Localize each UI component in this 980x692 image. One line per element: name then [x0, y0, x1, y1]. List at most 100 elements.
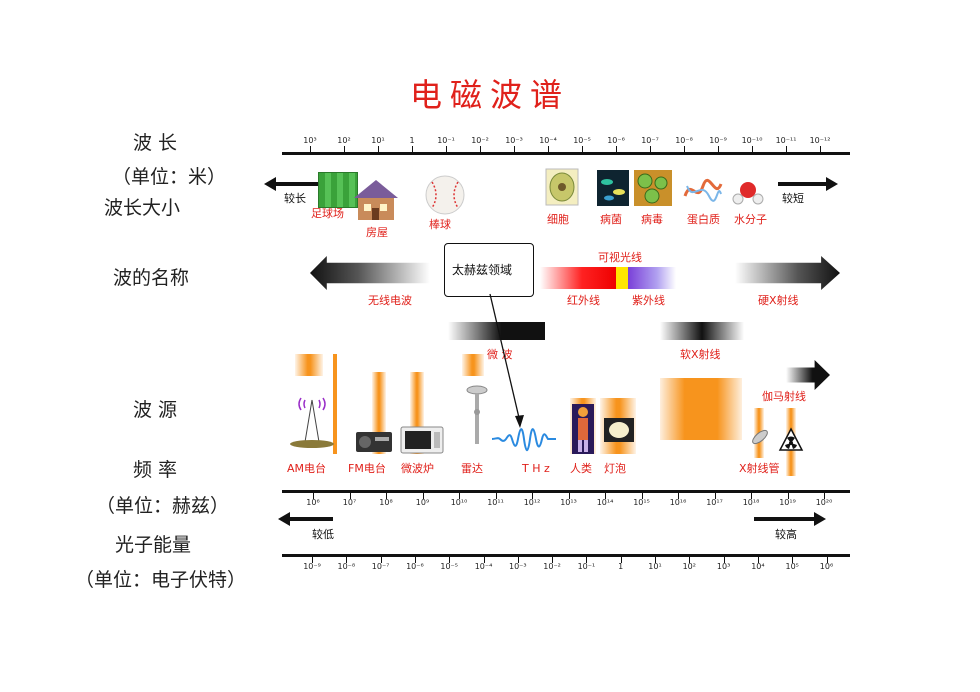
- light-bulb-icon: [604, 418, 634, 442]
- tick-mark: [349, 493, 351, 499]
- soccer-field-icon: [318, 172, 358, 208]
- tick-label: 10⁶: [819, 562, 834, 571]
- am-tower-icon: [290, 397, 334, 448]
- tick-label: 1: [409, 136, 415, 145]
- size-example-label: 病菌: [600, 213, 622, 226]
- source-label: T H z: [522, 462, 550, 475]
- size-example-label: 细胞: [547, 213, 569, 226]
- ultraviolet-band: [628, 267, 676, 289]
- longer-arrow-icon: [264, 177, 319, 191]
- baseball-icon: [425, 175, 465, 215]
- tick-mark: [718, 146, 719, 152]
- tick-mark: [380, 557, 382, 563]
- lower-arrow-icon: [278, 512, 333, 526]
- tick-label: 10⁻⁹: [303, 562, 321, 571]
- hard-xray-label: 硬X射线: [758, 294, 799, 307]
- tick-mark: [824, 493, 825, 499]
- cell-icon: [545, 168, 579, 206]
- tick-label: 10⁻⁷: [641, 136, 659, 145]
- shorter-label: 较短: [782, 192, 804, 205]
- tick-mark: [378, 146, 379, 152]
- tick-mark: [678, 493, 679, 499]
- tick-label: 1: [618, 562, 624, 571]
- tick-mark: [446, 146, 447, 152]
- wavelength-axis: [282, 152, 850, 155]
- am-line: [333, 354, 337, 454]
- size-example-label: 棒球: [429, 218, 451, 231]
- page-title: 电磁波谱: [409, 76, 570, 114]
- wavelength-size-label: 波长大小: [104, 197, 181, 219]
- tick-mark: [517, 557, 519, 563]
- tick-label: 10¹⁵: [633, 498, 650, 507]
- radiation-icon: [778, 427, 804, 451]
- tick-label: 10⁻⁵: [573, 136, 591, 145]
- tick-mark: [312, 557, 313, 563]
- tick-label: 10⁻⁸: [337, 562, 356, 571]
- tick-mark: [422, 493, 424, 499]
- photon-unit-label: （单位：电子伏特）: [75, 569, 247, 591]
- tick-label: 10⁻⁵: [440, 562, 458, 571]
- tick-label: 10⁷: [342, 498, 357, 507]
- tick-label: 10³: [303, 136, 317, 145]
- tick-mark: [480, 146, 481, 152]
- tick-label: 10⁻⁴: [474, 562, 493, 571]
- tick-label: 10¹²: [523, 498, 541, 507]
- tick-mark: [641, 493, 643, 499]
- tick-label: 10⁻²: [471, 136, 489, 145]
- tick-label: 10¹⁶: [669, 498, 687, 507]
- virus-icon: [634, 170, 672, 206]
- tick-mark: [714, 493, 716, 499]
- tick-mark: [310, 146, 311, 152]
- source-label: FM电台: [348, 462, 386, 475]
- tick-mark: [514, 146, 515, 152]
- lower-label: 较低: [312, 528, 334, 541]
- source-label: 微波炉: [401, 462, 434, 475]
- tick-mark: [787, 493, 789, 499]
- tick-mark: [412, 146, 413, 152]
- higher-label: 较高: [775, 528, 797, 541]
- tick-mark: [459, 493, 460, 499]
- tick-label: 10⁻⁴: [539, 136, 557, 145]
- am-band: [295, 354, 323, 376]
- tick-mark: [757, 557, 759, 563]
- infrared-label: 红外线: [567, 294, 600, 307]
- size-example-label: 房屋: [366, 226, 388, 239]
- tick-label: 10⁻⁶: [607, 136, 625, 145]
- tick-mark: [792, 557, 794, 563]
- wavelength-unit-label: （单位：米）: [112, 166, 227, 188]
- tick-label: 10⁻³: [505, 136, 523, 145]
- tick-label: 10¹³: [560, 498, 577, 507]
- tick-mark: [650, 146, 651, 152]
- xray-band: [660, 378, 742, 440]
- tick-label: 10¹: [648, 562, 662, 571]
- source-label: 伽马射线: [762, 390, 806, 403]
- tick-label: 10¹⁴: [596, 498, 614, 507]
- tick-label: 10⁶: [306, 498, 320, 507]
- bacteria-icon: [597, 170, 629, 206]
- size-example-label: 病毒: [641, 213, 663, 226]
- tick-label: 10¹⁰: [450, 498, 468, 507]
- gamma-arrow: [786, 360, 830, 390]
- tick-label: 10⁴: [751, 562, 765, 571]
- ultraviolet-label: 紫外线: [632, 294, 665, 307]
- tick-label: 10⁻⁷: [371, 562, 390, 571]
- source-label: AM电台: [287, 462, 327, 475]
- tick-mark: [449, 557, 451, 563]
- tick-label: 10¹¹: [487, 498, 504, 507]
- tick-mark: [568, 493, 570, 499]
- tick-mark: [586, 557, 588, 563]
- tick-label: 10⁻⁸: [675, 136, 693, 145]
- source-label: 灯泡: [604, 462, 626, 475]
- tick-label: 10⁻¹: [577, 562, 596, 571]
- energy-axis: [282, 554, 850, 557]
- protein-icon: [683, 178, 723, 202]
- tick-mark: [684, 146, 685, 152]
- hard-xray-arrow: [735, 256, 840, 290]
- tick-mark: [532, 493, 533, 499]
- radio-wave-label: 无线电波: [368, 294, 412, 307]
- xray-tube-icon: [752, 429, 768, 445]
- tick-label: 10⁻²: [543, 562, 561, 571]
- wave-source-label: 波 源: [133, 399, 178, 421]
- soft-xray-label: 软X射线: [680, 348, 721, 361]
- tick-label: 10²: [682, 562, 696, 571]
